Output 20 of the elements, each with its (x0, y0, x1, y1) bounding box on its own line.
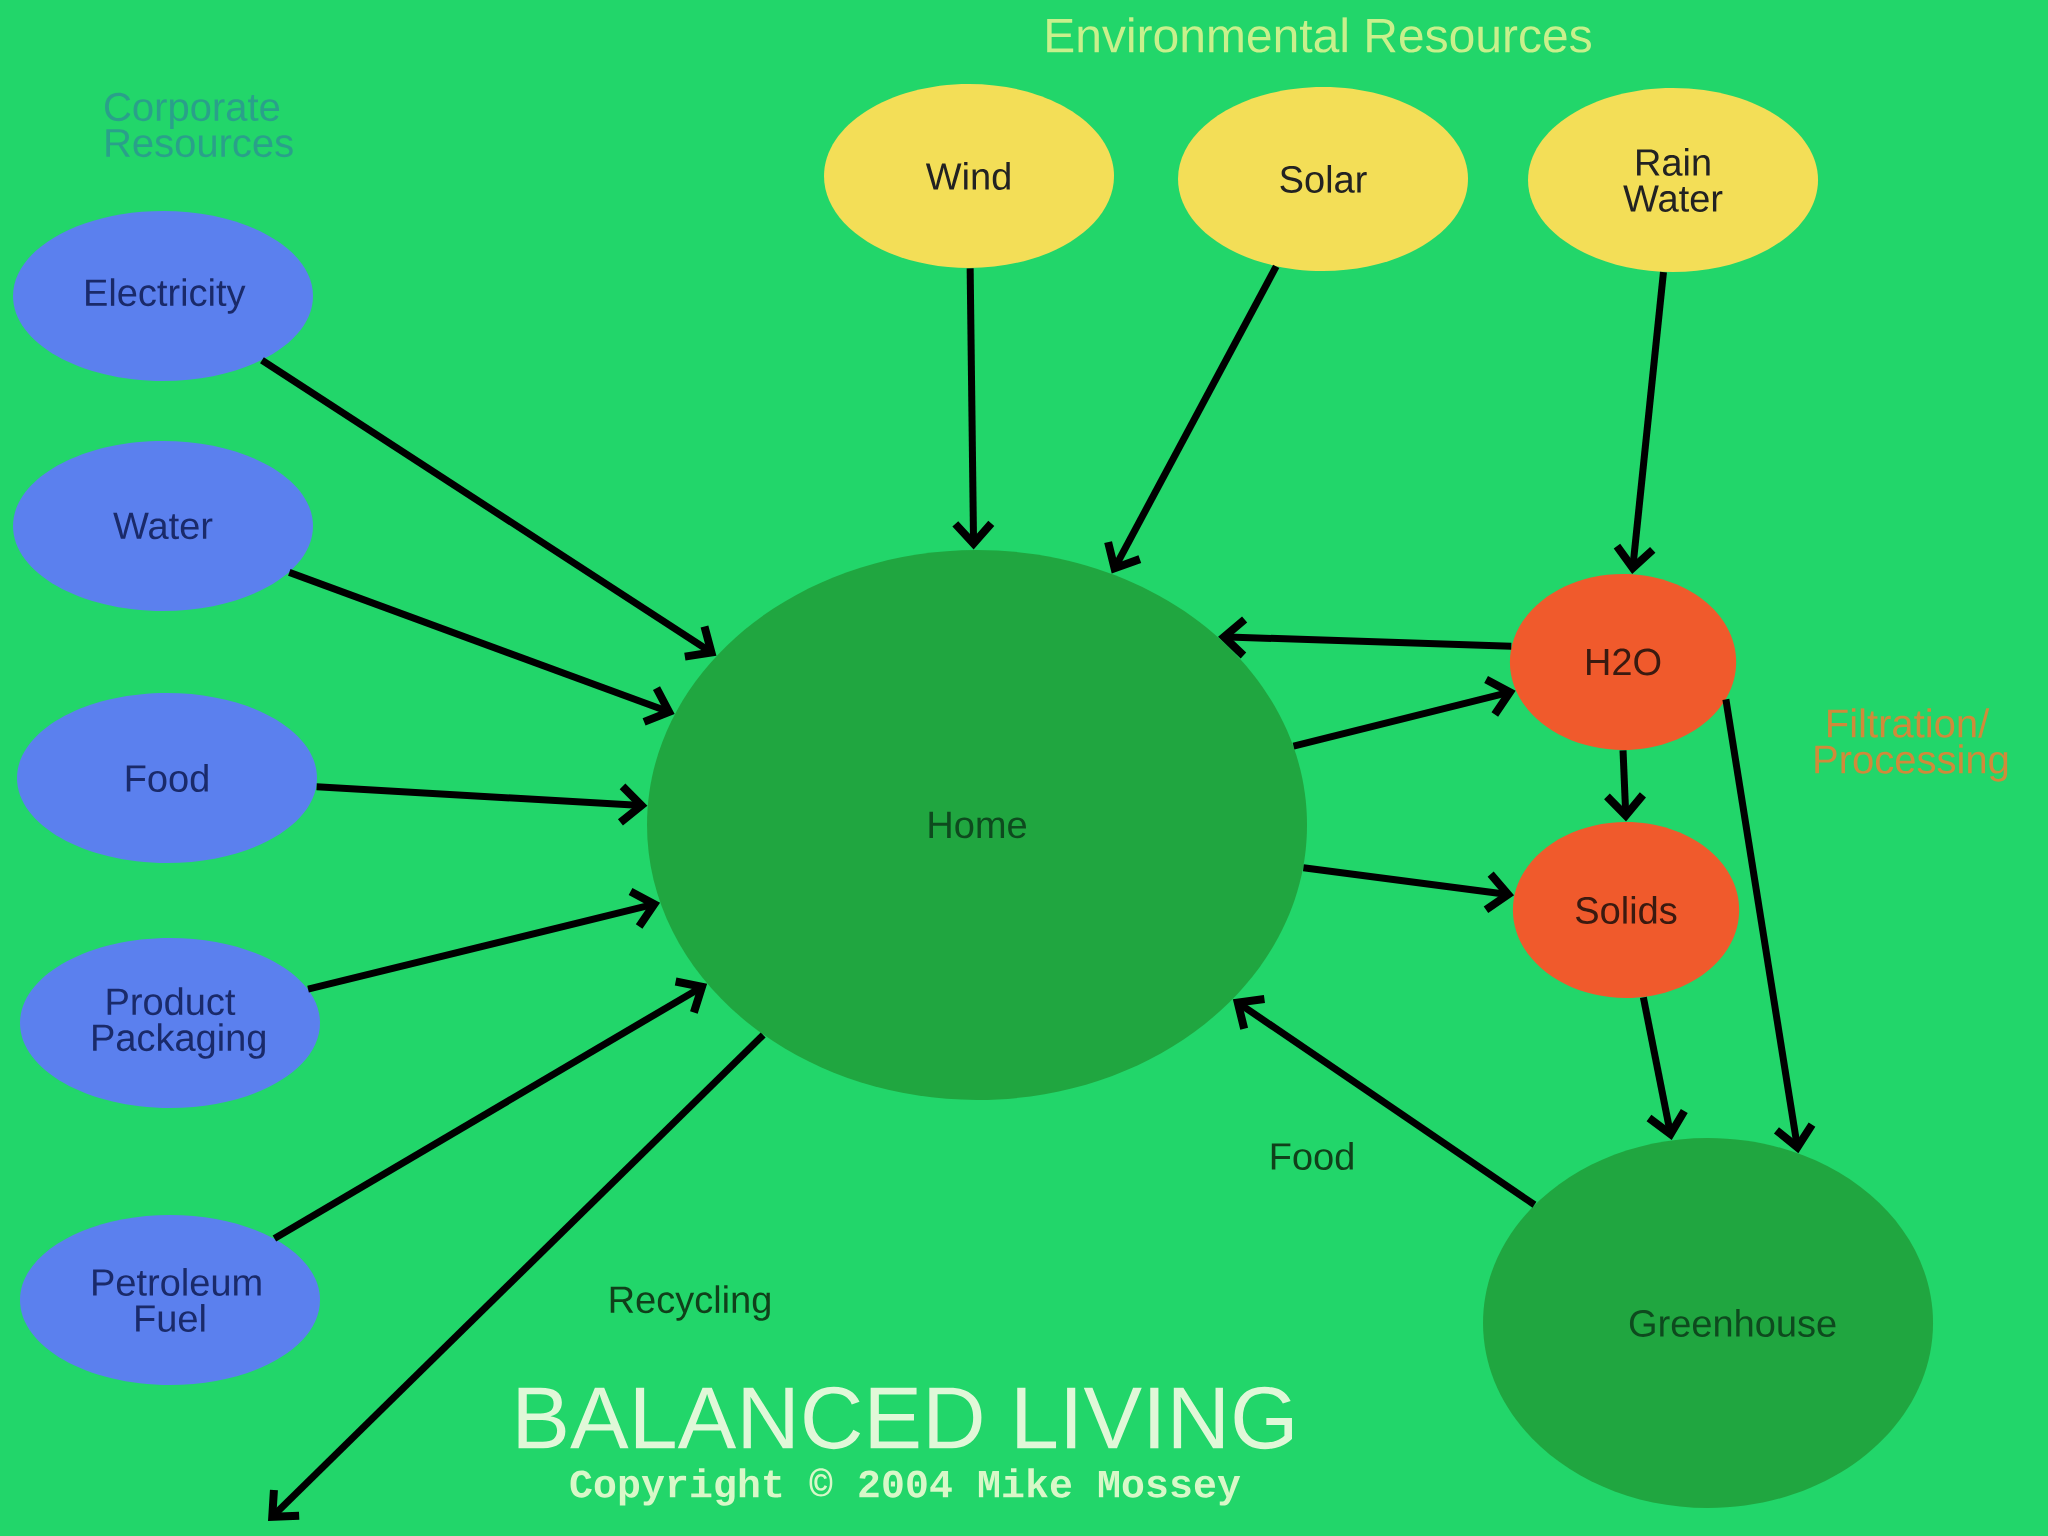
arrow (1104, 264, 1280, 574)
arrow (1292, 676, 1516, 750)
arrow (272, 977, 708, 1242)
arrow (288, 569, 675, 726)
edge-label: Food (1271, 1142, 1353, 1170)
group-heading: Filtration/ Processing (1815, 708, 2008, 782)
arrow (1302, 864, 1515, 914)
arrow (1232, 995, 1537, 1208)
arrow (1218, 616, 1512, 659)
group-heading: Environmental Resources (1047, 17, 1591, 53)
arrow (316, 783, 648, 826)
edge-label: Recycling (610, 1285, 770, 1321)
arrow (260, 357, 717, 661)
arrow (1613, 271, 1667, 574)
arrow (307, 887, 661, 993)
copyright-notice: Copyright © 2004 Mike Mossey (570, 1468, 1241, 1506)
arrow (1722, 698, 1816, 1154)
arrow (268, 1032, 766, 1521)
arrow (1639, 996, 1688, 1141)
title: BALANCED LIVING (518, 1386, 1292, 1450)
